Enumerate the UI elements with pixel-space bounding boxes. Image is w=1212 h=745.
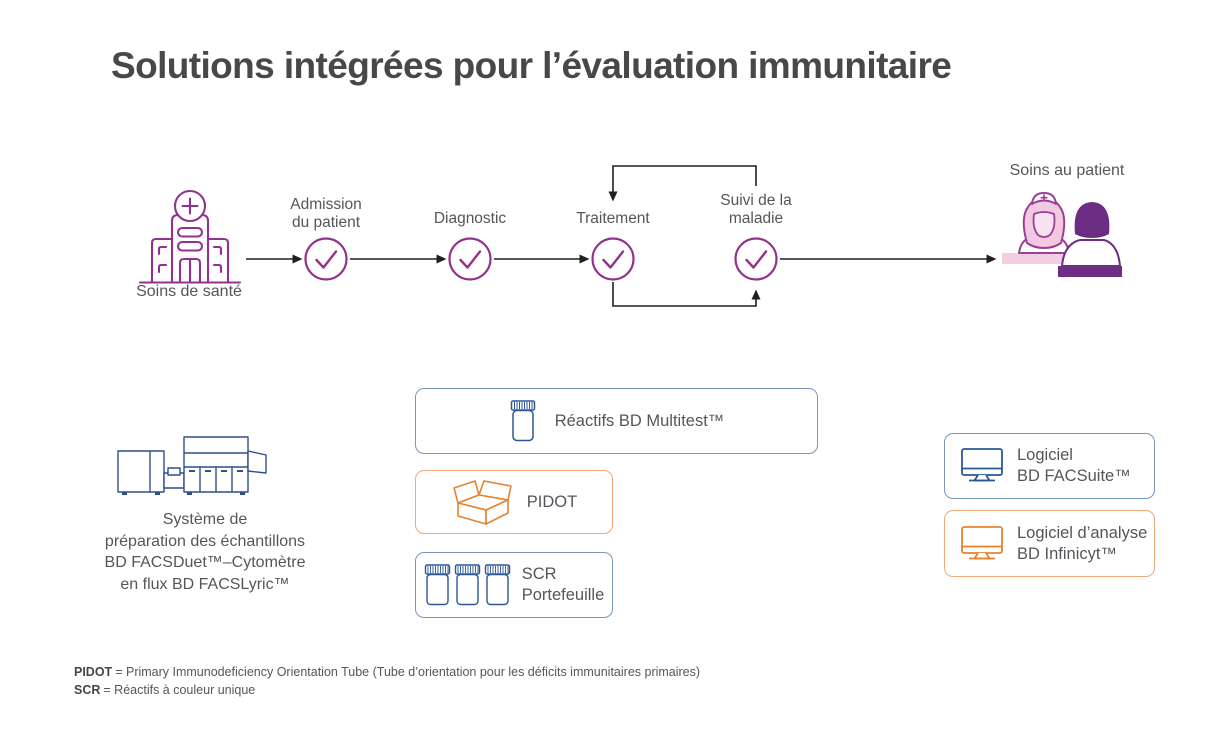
flow-source-label: Soins de santé bbox=[136, 283, 242, 300]
reagent-vial-icon bbox=[510, 400, 535, 442]
footnote-definition: = Primary Immunodeficiency Orientation T… bbox=[115, 665, 701, 679]
checkmark-circle-icon bbox=[304, 237, 348, 281]
footnote-pidot: PIDOT= Primary Immunodeficiency Orientat… bbox=[74, 663, 700, 681]
monitor-icon bbox=[961, 525, 1003, 559]
flow-destination-label: Soins au patient bbox=[1009, 162, 1125, 179]
reagent-box-label: SCR Portefeuille bbox=[521, 565, 605, 604]
flow-step-label-admission: Admission du patient bbox=[290, 196, 362, 231]
page-title: Solutions intégrées pour l’évaluation im… bbox=[111, 45, 952, 86]
instrument-label: Système de préparation des échantillons … bbox=[104, 511, 306, 593]
footnote-term: PIDOT bbox=[74, 665, 113, 679]
flow-step-label-traitement: Traitement bbox=[576, 210, 650, 227]
reagent-box-multitest: Réactifs BD Multitest™ bbox=[415, 388, 818, 454]
footnote-scr: SCR= Réactifs à couleur unique bbox=[74, 681, 700, 699]
footnote-term: SCR bbox=[74, 683, 101, 697]
footnote-definition: = Réactifs à couleur unique bbox=[103, 683, 256, 697]
checkmark-circle-icon bbox=[448, 237, 492, 281]
three-vials-icon bbox=[424, 564, 510, 606]
footnotes: PIDOT= Primary Immunodeficiency Orientat… bbox=[74, 663, 700, 699]
checkmark-circle-icon bbox=[734, 237, 778, 281]
monitor-icon bbox=[961, 448, 1003, 482]
software-box-label: Logiciel d’analyse BD Infinicyt™ bbox=[1017, 523, 1148, 563]
reagent-box-label: Réactifs BD Multitest™ bbox=[554, 411, 725, 430]
reagent-box-pidot: PIDOT bbox=[415, 470, 613, 534]
hospital-icon bbox=[138, 189, 242, 284]
flow-step-label-diagnostic: Diagnostic bbox=[433, 210, 507, 227]
open-box-icon bbox=[452, 480, 512, 525]
flow-step-label-suivi: Suivi de la maladie bbox=[720, 192, 792, 227]
software-box-label: Logiciel BD FACSuite™ bbox=[1017, 446, 1131, 485]
reagent-box-label: PIDOT bbox=[526, 492, 578, 511]
reagent-box-scr: SCR Portefeuille bbox=[415, 552, 613, 618]
checkmark-circle-icon bbox=[591, 237, 635, 281]
software-box-facsuite: Logiciel BD FACSuite™ bbox=[944, 433, 1155, 499]
software-box-infinicyt: Logiciel d’analyse BD Infinicyt™ bbox=[944, 510, 1155, 577]
nurse-and-patient-icon bbox=[1002, 192, 1122, 277]
flow-cytometer-instrument-icon bbox=[117, 436, 267, 495]
